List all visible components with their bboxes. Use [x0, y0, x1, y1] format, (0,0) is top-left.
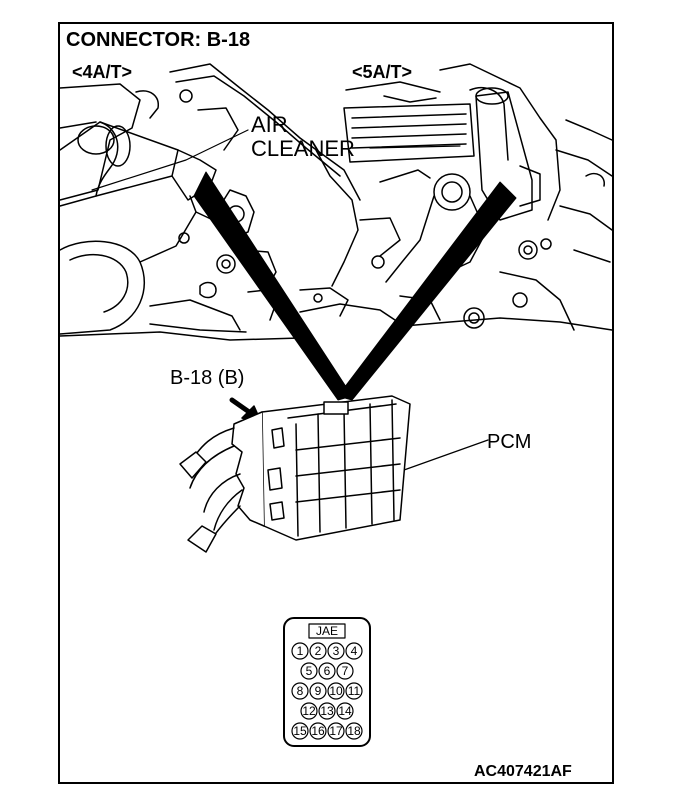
connector-pin-label: 16 — [311, 724, 325, 738]
diagram-frame — [58, 22, 614, 784]
connector-pin-2 — [309, 642, 327, 660]
connector-pin-label: 10 — [329, 684, 343, 698]
connector-pin-16 — [309, 722, 327, 740]
connector-pin-13 — [318, 702, 336, 720]
connector-pin-18 — [345, 722, 363, 740]
connector-pin-label: 15 — [293, 724, 307, 738]
connector-pin-label: 18 — [347, 724, 361, 738]
connector-pin-6 — [318, 662, 336, 680]
connector-pin-12 — [300, 702, 318, 720]
diagram-title: CONNECTOR: B-18 — [66, 29, 251, 51]
connector-header-label: JAE — [316, 624, 338, 638]
connector-pin-label: 13 — [320, 704, 334, 718]
connector-pin-17 — [327, 722, 345, 740]
connector-pin-8 — [291, 682, 309, 700]
pcm-leader — [403, 439, 489, 471]
connector-pin-1 — [291, 642, 309, 660]
connector-pin-label: 2 — [315, 644, 322, 658]
connector-pin-14 — [336, 702, 354, 720]
connector-pin-4 — [345, 642, 363, 660]
engine-bay-right — [59, 63, 613, 341]
connector-pin-3 — [327, 642, 345, 660]
connector-pin-label: 12 — [302, 704, 316, 718]
location-wedges — [193, 171, 517, 401]
connector-pin-label: 6 — [324, 664, 331, 678]
wedge-4at — [193, 171, 353, 401]
connector-pin-label: 11 — [348, 684, 361, 698]
air-cleaner-leader-right — [369, 145, 461, 149]
pcm-label: PCM — [487, 431, 532, 453]
connector-pin-label: 5 — [306, 664, 313, 678]
pcm-module — [179, 395, 411, 553]
air-cleaner-leader-left — [91, 129, 249, 191]
connector-pin-7 — [336, 662, 354, 680]
connector-pin-label: 4 — [351, 644, 358, 658]
variant-label-5at: <5A/T> — [352, 62, 413, 82]
connector-pin-label: 17 — [329, 724, 343, 738]
connector-pin-11 — [345, 682, 363, 700]
connector-pin-label: 3 — [333, 644, 340, 658]
air-cleaner-label-line2: CLEANER — [251, 136, 355, 161]
variant-label-4at: <4A/T> — [72, 62, 133, 82]
connector-pin-10 — [327, 682, 345, 700]
connector-pin-label: 7 — [342, 664, 349, 678]
connector-id-label: B-18 (B) — [170, 367, 245, 389]
connector-pin-label: 1 — [297, 644, 304, 658]
leader-lines — [91, 129, 489, 471]
connector-pin-label: 8 — [297, 684, 304, 698]
connector-header-box — [308, 623, 346, 639]
connector-pin-label: 14 — [338, 704, 352, 718]
connector-pin-9 — [309, 682, 327, 700]
figure-id: AC407421AF — [474, 763, 572, 780]
wedge-5at — [337, 181, 517, 401]
air-cleaner-label-line1: AIR — [251, 112, 288, 137]
connector-pin-5 — [300, 662, 318, 680]
connector-pin-15 — [291, 722, 309, 740]
connector-pin-label: 9 — [315, 684, 322, 698]
